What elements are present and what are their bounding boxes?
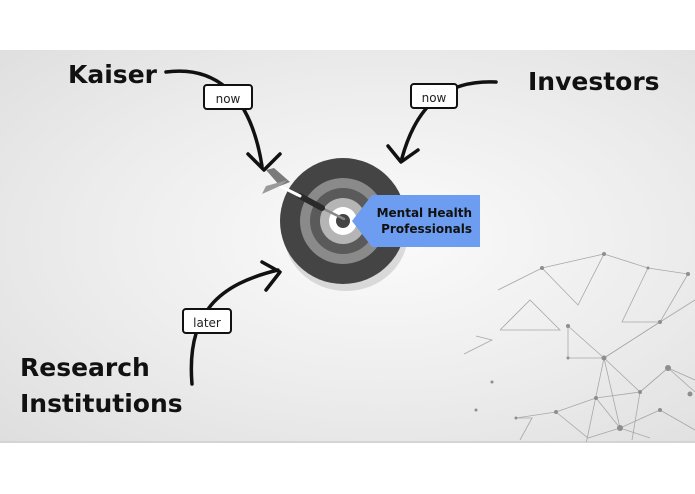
target-label-line-1: Mental Health bbox=[376, 206, 472, 220]
network-decoration bbox=[463, 253, 695, 442]
dartboard-icon bbox=[280, 158, 408, 291]
arrow-research bbox=[189, 260, 282, 386]
dart-icon bbox=[262, 168, 346, 221]
target-label-line-2: Professionals bbox=[381, 222, 472, 236]
stakeholder-research-line-1: Research bbox=[20, 353, 150, 382]
target-label: Mental Health Professionals bbox=[352, 195, 480, 247]
slide-bottom-border bbox=[0, 441, 695, 443]
timing-badge-investors: now bbox=[410, 83, 458, 109]
network-nodes bbox=[474, 252, 693, 431]
timing-badge-research: later bbox=[182, 308, 232, 334]
stakeholder-research-line-2: Institutions bbox=[20, 389, 183, 418]
stakeholder-kaiser: Kaiser bbox=[68, 60, 157, 89]
stakeholder-investors: Investors bbox=[528, 67, 660, 96]
timing-badge-kaiser: now bbox=[203, 84, 253, 110]
